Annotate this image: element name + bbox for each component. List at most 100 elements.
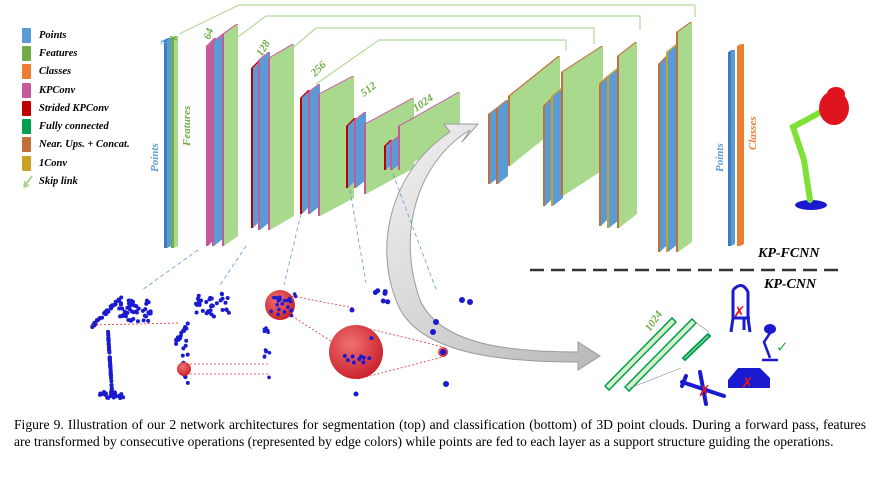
output-classes-bar-top <box>737 44 744 46</box>
legend-label: KPConv <box>39 84 76 96</box>
cloud5-point <box>433 319 439 325</box>
cloud1-point <box>109 390 114 395</box>
kp-cnn-label: KP-CNN <box>764 277 817 292</box>
cloud1-point <box>108 371 113 376</box>
cloud2-point <box>207 297 212 302</box>
classified-objects: ✗ ✓ ✗ ✗ <box>680 284 789 406</box>
upsample-4-b-edge <box>666 52 668 252</box>
airplane-object: ✗ <box>680 370 726 406</box>
feature-dim-64: 64 <box>201 26 216 41</box>
cloud1-point <box>106 338 111 343</box>
upsample-1-a-edge <box>488 114 490 184</box>
cloud1-point <box>114 394 119 399</box>
strided-2-b-top <box>258 52 270 60</box>
input-points-label: Points <box>149 143 161 172</box>
skip-links <box>178 4 696 85</box>
output-points-label: Points <box>714 143 726 172</box>
strided-5-c <box>398 92 460 170</box>
upsample-4-c-face <box>678 22 692 252</box>
upsample-4-b-top <box>666 44 678 52</box>
cloud2-point <box>194 302 199 307</box>
strided-4-b-top <box>354 112 366 120</box>
cloud3-point <box>288 299 293 304</box>
cloud2-point <box>224 307 229 312</box>
legend-swatch <box>22 64 31 80</box>
encoder-layers <box>164 24 460 248</box>
strided-4-b-face <box>356 112 366 188</box>
output-points-bar-top <box>728 50 735 52</box>
cloud5-point <box>440 349 446 355</box>
cloud2-point <box>184 338 189 343</box>
legend-item-classes: Classes <box>22 63 162 81</box>
cloud4-point <box>361 360 366 365</box>
strided-2-c-top <box>268 44 294 58</box>
fc-guide <box>629 367 682 389</box>
legend-item-features: Features <box>22 44 162 62</box>
cloud1-point <box>119 295 124 300</box>
fc-layers: 1024 <box>603 308 712 393</box>
strided-4-a-top <box>346 118 356 126</box>
upsample-2-b <box>551 88 563 206</box>
cloud3-point <box>280 301 284 306</box>
legend-item-skip-link: Skip link <box>22 172 162 190</box>
figure-caption: Figure 9. Illustration of our 2 network … <box>14 417 866 450</box>
input-points-bar-face <box>167 38 171 248</box>
cloud2-point <box>204 300 209 305</box>
upsample-3-b-edge <box>607 76 609 228</box>
input-dim-points: 3 <box>158 39 172 49</box>
strided-5-a-edge <box>384 146 386 170</box>
cloud2-point <box>174 341 179 346</box>
cloud3-neighborhood <box>291 295 355 309</box>
skip-link-2 <box>225 15 641 47</box>
cloud2-point <box>174 337 179 342</box>
cloud3-point <box>286 305 290 309</box>
cloud1-point <box>100 391 105 396</box>
legend-label: Fully connected <box>39 121 109 133</box>
strided-2-b <box>258 52 270 230</box>
small-lamp-head <box>764 324 776 334</box>
cloud2-point <box>223 300 228 305</box>
wrong-class-icon: ✗ <box>698 382 711 400</box>
chair-object: ✗ <box>729 284 752 333</box>
output-points-bar-face <box>731 50 735 246</box>
cloud2-point <box>214 301 219 306</box>
kpconv-1-c-edge <box>222 34 224 246</box>
legend-item-strided-kpconv: Strided KPConv <box>22 99 162 117</box>
cloud5-point <box>459 297 465 303</box>
cloud4-point <box>357 357 362 362</box>
upsample-2-a-top <box>543 98 553 106</box>
kpconv-1-a-edge <box>206 46 208 246</box>
strided-2-a-edge <box>251 68 253 228</box>
cloud4-point <box>372 290 378 296</box>
legend-swatch <box>22 82 31 98</box>
upsample-2-c-face <box>563 46 603 196</box>
strided-4-a-edge <box>346 126 348 188</box>
kp-fcnn-label: KP-FCNN <box>758 246 820 261</box>
legend-swatch <box>22 155 31 171</box>
strided-2-b-face <box>260 52 270 230</box>
cloud1-point <box>117 306 122 311</box>
upsample-2-a-edge <box>543 106 545 206</box>
chair-shape <box>729 284 752 333</box>
cloud1-point <box>144 298 149 303</box>
input-features-bar-face <box>174 36 178 248</box>
cloud1-point <box>109 379 114 384</box>
cloud1-point <box>136 319 141 324</box>
fc-layer-2 <box>623 317 698 393</box>
input-points-bar-top <box>164 38 171 40</box>
legend-label: 1Conv <box>39 157 68 169</box>
upsample-1-a-top <box>488 108 498 114</box>
guide-line <box>219 245 247 286</box>
cloud2-point <box>183 343 188 348</box>
cloud3-point <box>277 307 281 312</box>
cloud5-point <box>430 329 436 335</box>
upsample-4-a-top <box>658 56 668 64</box>
cloud4-neighborhood <box>357 356 444 380</box>
upsample-3-c <box>617 42 637 228</box>
upsample-2-b-top <box>551 88 563 96</box>
airplane-shape <box>680 370 726 406</box>
car-object: ✗ <box>728 368 770 392</box>
upsample-2-c <box>561 46 603 196</box>
skip-link-4 <box>315 39 567 85</box>
cloud1-point <box>146 318 151 323</box>
